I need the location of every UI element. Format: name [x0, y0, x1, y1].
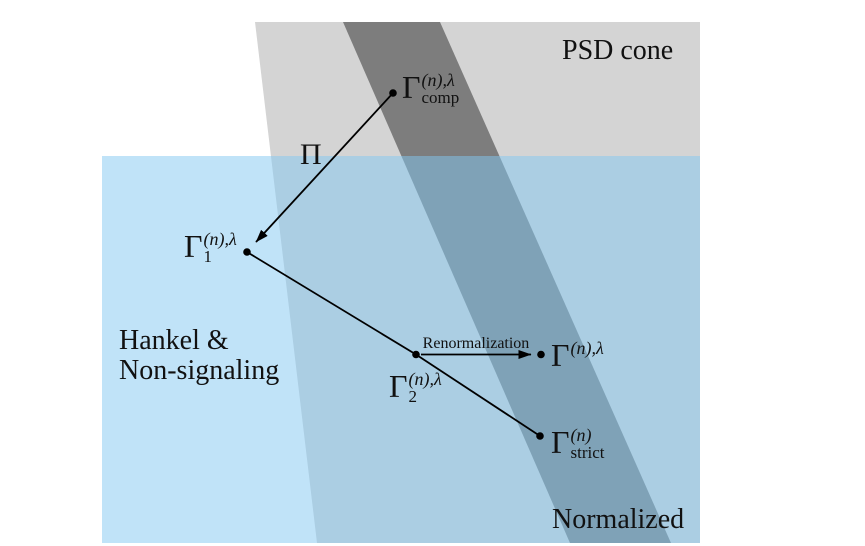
hankel-nonsignaling-region — [102, 156, 700, 543]
gamma-1-base: Γ — [184, 228, 203, 264]
pi-projection-label: Π — [300, 138, 322, 171]
gamma-2-dot — [412, 350, 420, 359]
gamma-1-sup: (n),λ — [203, 229, 237, 249]
projection-arrow — [255, 92, 394, 243]
gamma-2-sup: (n),λ — [408, 369, 442, 389]
hankel-label-line1: Hankel & — [119, 325, 229, 356]
psd-cone-label: PSD cone — [562, 35, 674, 66]
gamma-strict-sub: strict — [570, 443, 605, 462]
hankel-label: Hankel & Non-signaling — [119, 326, 279, 386]
gamma-comp-sup: (n),λ — [421, 70, 455, 90]
gamma-1-sub: 1 — [203, 247, 213, 266]
gamma-strict-sup: (n) — [570, 425, 592, 445]
node-label-gamma-lambda: Γ (n),λ — [551, 338, 604, 372]
gamma-strict-base: Γ — [551, 424, 570, 460]
node-label-gamma-comp: Γ (n),λ comp — [402, 70, 459, 106]
gamma-lambda-dot — [537, 350, 545, 359]
gamma-strict-dot — [536, 432, 544, 440]
gamma-lambda-base: Γ — [551, 337, 570, 373]
normalized-label: Normalized — [552, 504, 685, 535]
node-label-gamma-2: Γ (n),λ 2 — [389, 369, 442, 405]
gamma-1-dot — [243, 248, 251, 256]
renormalization-label: Renormalization — [422, 335, 530, 352]
gamma-2-sub: 2 — [408, 387, 418, 406]
gamma-comp-sub: comp — [421, 88, 460, 107]
node-label-gamma-strict: Γ (n) strict — [551, 425, 605, 461]
node-label-gamma-1: Γ (n),λ 1 — [184, 229, 237, 265]
gamma-comp-dot — [389, 89, 397, 97]
segment-gamma2-gammastrict — [415, 353, 541, 437]
gamma-lambda-sup: (n),λ — [570, 338, 604, 358]
gamma-comp-base: Γ — [402, 69, 421, 105]
gamma-2-base: Γ — [389, 368, 408, 404]
segment-gamma1-gamma2 — [246, 251, 417, 356]
hankel-label-line2: Non-signaling — [119, 355, 280, 386]
